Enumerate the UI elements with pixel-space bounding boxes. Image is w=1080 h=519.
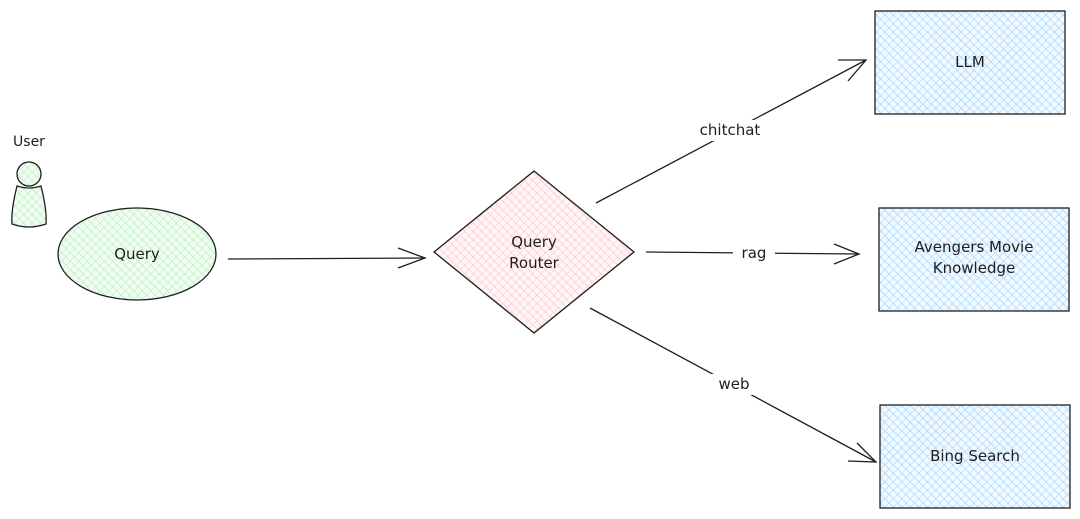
llm-node-label: LLM: [955, 53, 985, 71]
arrow-query-to-router: [227, 247, 427, 269]
query-node-shape[interactable]: [57, 207, 217, 301]
bing-node-label: Bing Search: [930, 447, 1020, 465]
avengers-node-label-line1: Avengers Movie: [914, 238, 1034, 256]
router-node-shape[interactable]: [432, 170, 636, 334]
query-node-label: Query: [114, 245, 160, 263]
router-node-label-line2: Router: [509, 254, 559, 272]
user-label: User: [13, 134, 45, 150]
bing-node-shape[interactable]: [879, 404, 1071, 509]
person-icon: [11, 161, 47, 228]
edge-label-web: web: [711, 374, 757, 395]
llm-node-shape[interactable]: [874, 10, 1066, 115]
avengers-node-label: Avengers Movie Knowledge: [899, 237, 1049, 279]
edge-label-chitchat: chitchat: [692, 120, 768, 141]
router-node-label: Query Router: [494, 232, 574, 274]
edge-label-rag: rag: [733, 243, 775, 264]
avengers-node-shape[interactable]: [878, 207, 1070, 312]
router-node-label-line1: Query: [511, 233, 557, 251]
avengers-node-label-line2: Knowledge: [932, 259, 1016, 277]
